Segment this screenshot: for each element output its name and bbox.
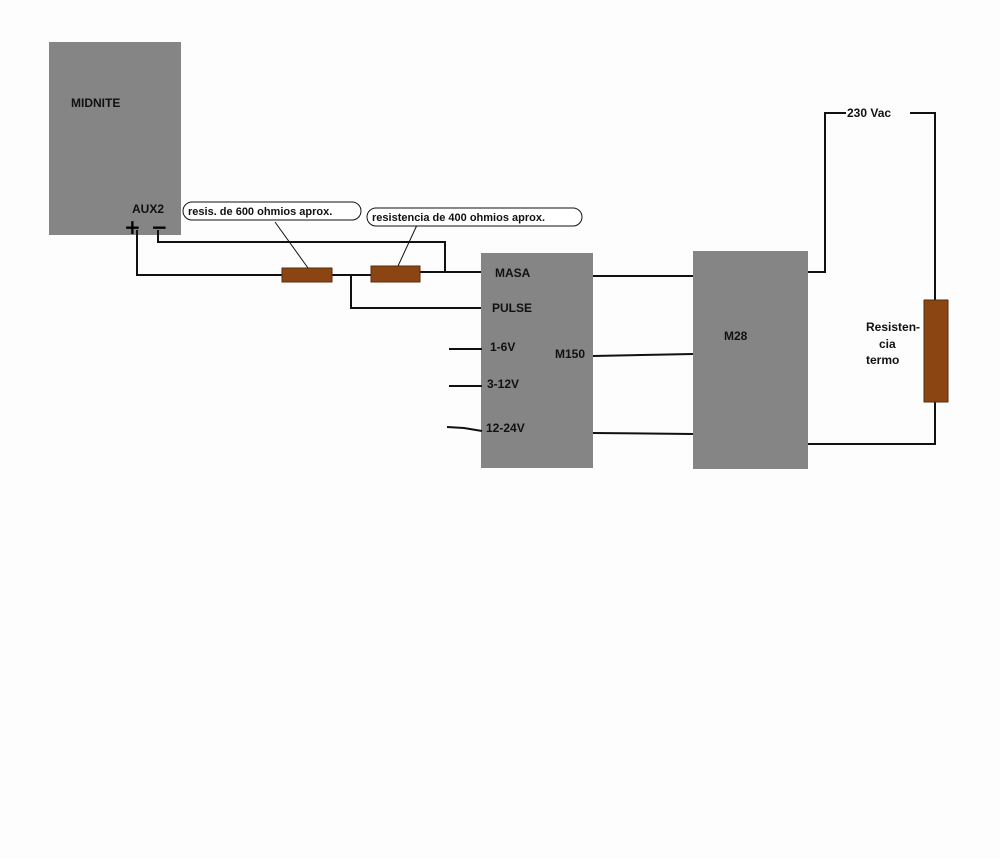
m150-m28-wires [592, 275, 694, 435]
aux2-label: AUX2 [132, 202, 164, 216]
stub-12-24v [446, 426, 483, 432]
heater-label-line-1: Resisten- [866, 320, 920, 334]
resistor-400-ohm [370, 265, 421, 283]
resistor-600-ohm [281, 267, 333, 283]
m28-block [693, 251, 808, 469]
callout-600-leader [274, 221, 309, 269]
mains-circuit: 230 Vac Resisten- cia termo [808, 106, 949, 445]
heater-element [923, 299, 949, 403]
heater-label-line-2: cia [879, 337, 896, 351]
pulse-wire [350, 275, 482, 309]
m150-pin-12-24v: 12-24V [486, 421, 525, 435]
m150-input-stubs [446, 348, 483, 432]
heater-label-line-3: termo [866, 353, 899, 367]
callout-400: resistencia de 400 ohmios aprox. [366, 207, 583, 267]
m28-label: M28 [724, 329, 748, 343]
midnite-controller: MIDNITE AUX2 + − [49, 42, 181, 239]
callout-400-leader [397, 224, 418, 267]
minus-wire [157, 230, 482, 273]
callout-600-bubble [182, 201, 362, 221]
aux2-plus-sign: + [124, 215, 141, 239]
aux2-minus-sign: − [151, 215, 168, 239]
plus-wire-segment-1 [136, 230, 282, 276]
m150-module: MASA PULSE 1-6V 3-12V 12-24V M150 [481, 253, 593, 468]
midnite-block [49, 42, 181, 235]
mains-wire-right [910, 112, 936, 300]
m150-pin-pulse: PULSE [492, 301, 532, 315]
callout-400-bubble [366, 207, 583, 227]
wire-m150-m28 [592, 353, 694, 357]
m150-pin-masa: MASA [495, 266, 531, 280]
supply-label: 230 Vac [847, 106, 891, 120]
m150-block [481, 253, 593, 468]
midnite-label: MIDNITE [71, 96, 120, 110]
m150-label: M150 [555, 347, 585, 361]
aux2-wires [136, 230, 482, 309]
m150-pin-3-12v: 3-12V [487, 377, 519, 391]
m150-pin-1-6v: 1-6V [490, 340, 515, 354]
wire-12-24v-m28 [592, 432, 694, 435]
callout-600: resis. de 600 ohmios aprox. [182, 201, 362, 269]
callout-400-text: resistencia de 400 ohmios aprox. [372, 212, 545, 224]
callout-600-text: resis. de 600 ohmios aprox. [188, 206, 332, 218]
m28-module: M28 [693, 251, 808, 469]
mains-wire-left [808, 112, 846, 273]
heater-return-wire [808, 402, 936, 445]
